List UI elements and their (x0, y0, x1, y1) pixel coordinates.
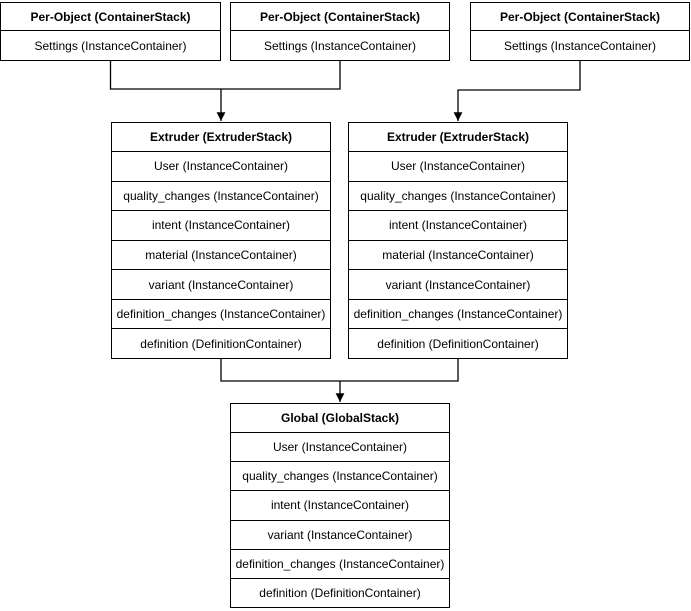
global-row-quality-changes: quality_changes (InstanceContainer) (231, 462, 449, 492)
extruder-row-user: User (InstanceContainer) (112, 152, 330, 182)
extruder-row-quality-changes: quality_changes (InstanceContainer) (112, 182, 330, 212)
extruder-row-definition-changes: definition_changes (InstanceContainer) (349, 300, 567, 330)
per-object-stack-2-row-settings: Settings (InstanceContainer) (263, 38, 417, 53)
per-object-stack-1-row-settings: Settings (InstanceContainer) (34, 38, 187, 53)
extruder-row-material: material (InstanceContainer) (112, 241, 330, 271)
global-row-variant: variant (InstanceContainer) (231, 521, 449, 550)
per-object-stack-3-row-settings: Settings (InstanceContainer) (503, 38, 657, 53)
extruder-row-variant: variant (InstanceContainer) (349, 270, 567, 300)
global-row-definition-changes: definition_changes (InstanceContainer) (231, 550, 449, 579)
extruder-row-definition: definition (DefinitionContainer) (377, 336, 539, 351)
connector-perobject12 (109, 61, 341, 90)
extruder-row-definition-changes: definition_changes (InstanceContainer) (112, 300, 330, 330)
extruder-stack-1-title: Extruder (ExtruderStack) (112, 123, 330, 152)
global-row-definition: definition (DefinitionContainer) (259, 585, 421, 600)
extruder-row-user: User (InstanceContainer) (349, 152, 567, 182)
global-stack-title: Global (GlobalStack) (231, 404, 449, 433)
per-object-stack-3-title: Per-Object (ContainerStack) (471, 3, 689, 31)
extruder-stack-1: Extruder (ExtruderStack) User (InstanceC… (111, 122, 331, 359)
per-object-stack-1-title: Per-Object (ContainerStack) (1, 3, 220, 31)
per-object-stack-2: Per-Object (ContainerStack) Settings (In… (230, 2, 450, 61)
per-object-stack-1: Per-Object (ContainerStack) Settings (In… (0, 2, 221, 61)
global-stack: Global (GlobalStack) User (InstanceConta… (230, 403, 450, 608)
extruder-row-material: material (InstanceContainer) (349, 241, 567, 271)
connector-extruders (220, 359, 459, 382)
per-object-stack-2-title: Per-Object (ContainerStack) (231, 3, 449, 31)
extruder-row-intent: intent (InstanceContainer) (349, 211, 567, 241)
extruder-row-definition: definition (DefinitionContainer) (140, 336, 302, 351)
extruder-row-intent: intent (InstanceContainer) (112, 211, 330, 241)
extruder-row-quality-changes: quality_changes (InstanceContainer) (349, 182, 567, 212)
arrow-to-extruder-2 (453, 61, 581, 121)
global-row-intent: intent (InstanceContainer) (231, 491, 449, 521)
per-object-stack-3: Per-Object (ContainerStack) Settings (In… (470, 2, 690, 61)
global-row-user: User (InstanceContainer) (231, 433, 449, 463)
extruder-stack-2: Extruder (ExtruderStack) User (InstanceC… (348, 122, 568, 359)
extruder-stack-2-title: Extruder (ExtruderStack) (349, 123, 567, 152)
extruder-row-variant: variant (InstanceContainer) (112, 270, 330, 300)
